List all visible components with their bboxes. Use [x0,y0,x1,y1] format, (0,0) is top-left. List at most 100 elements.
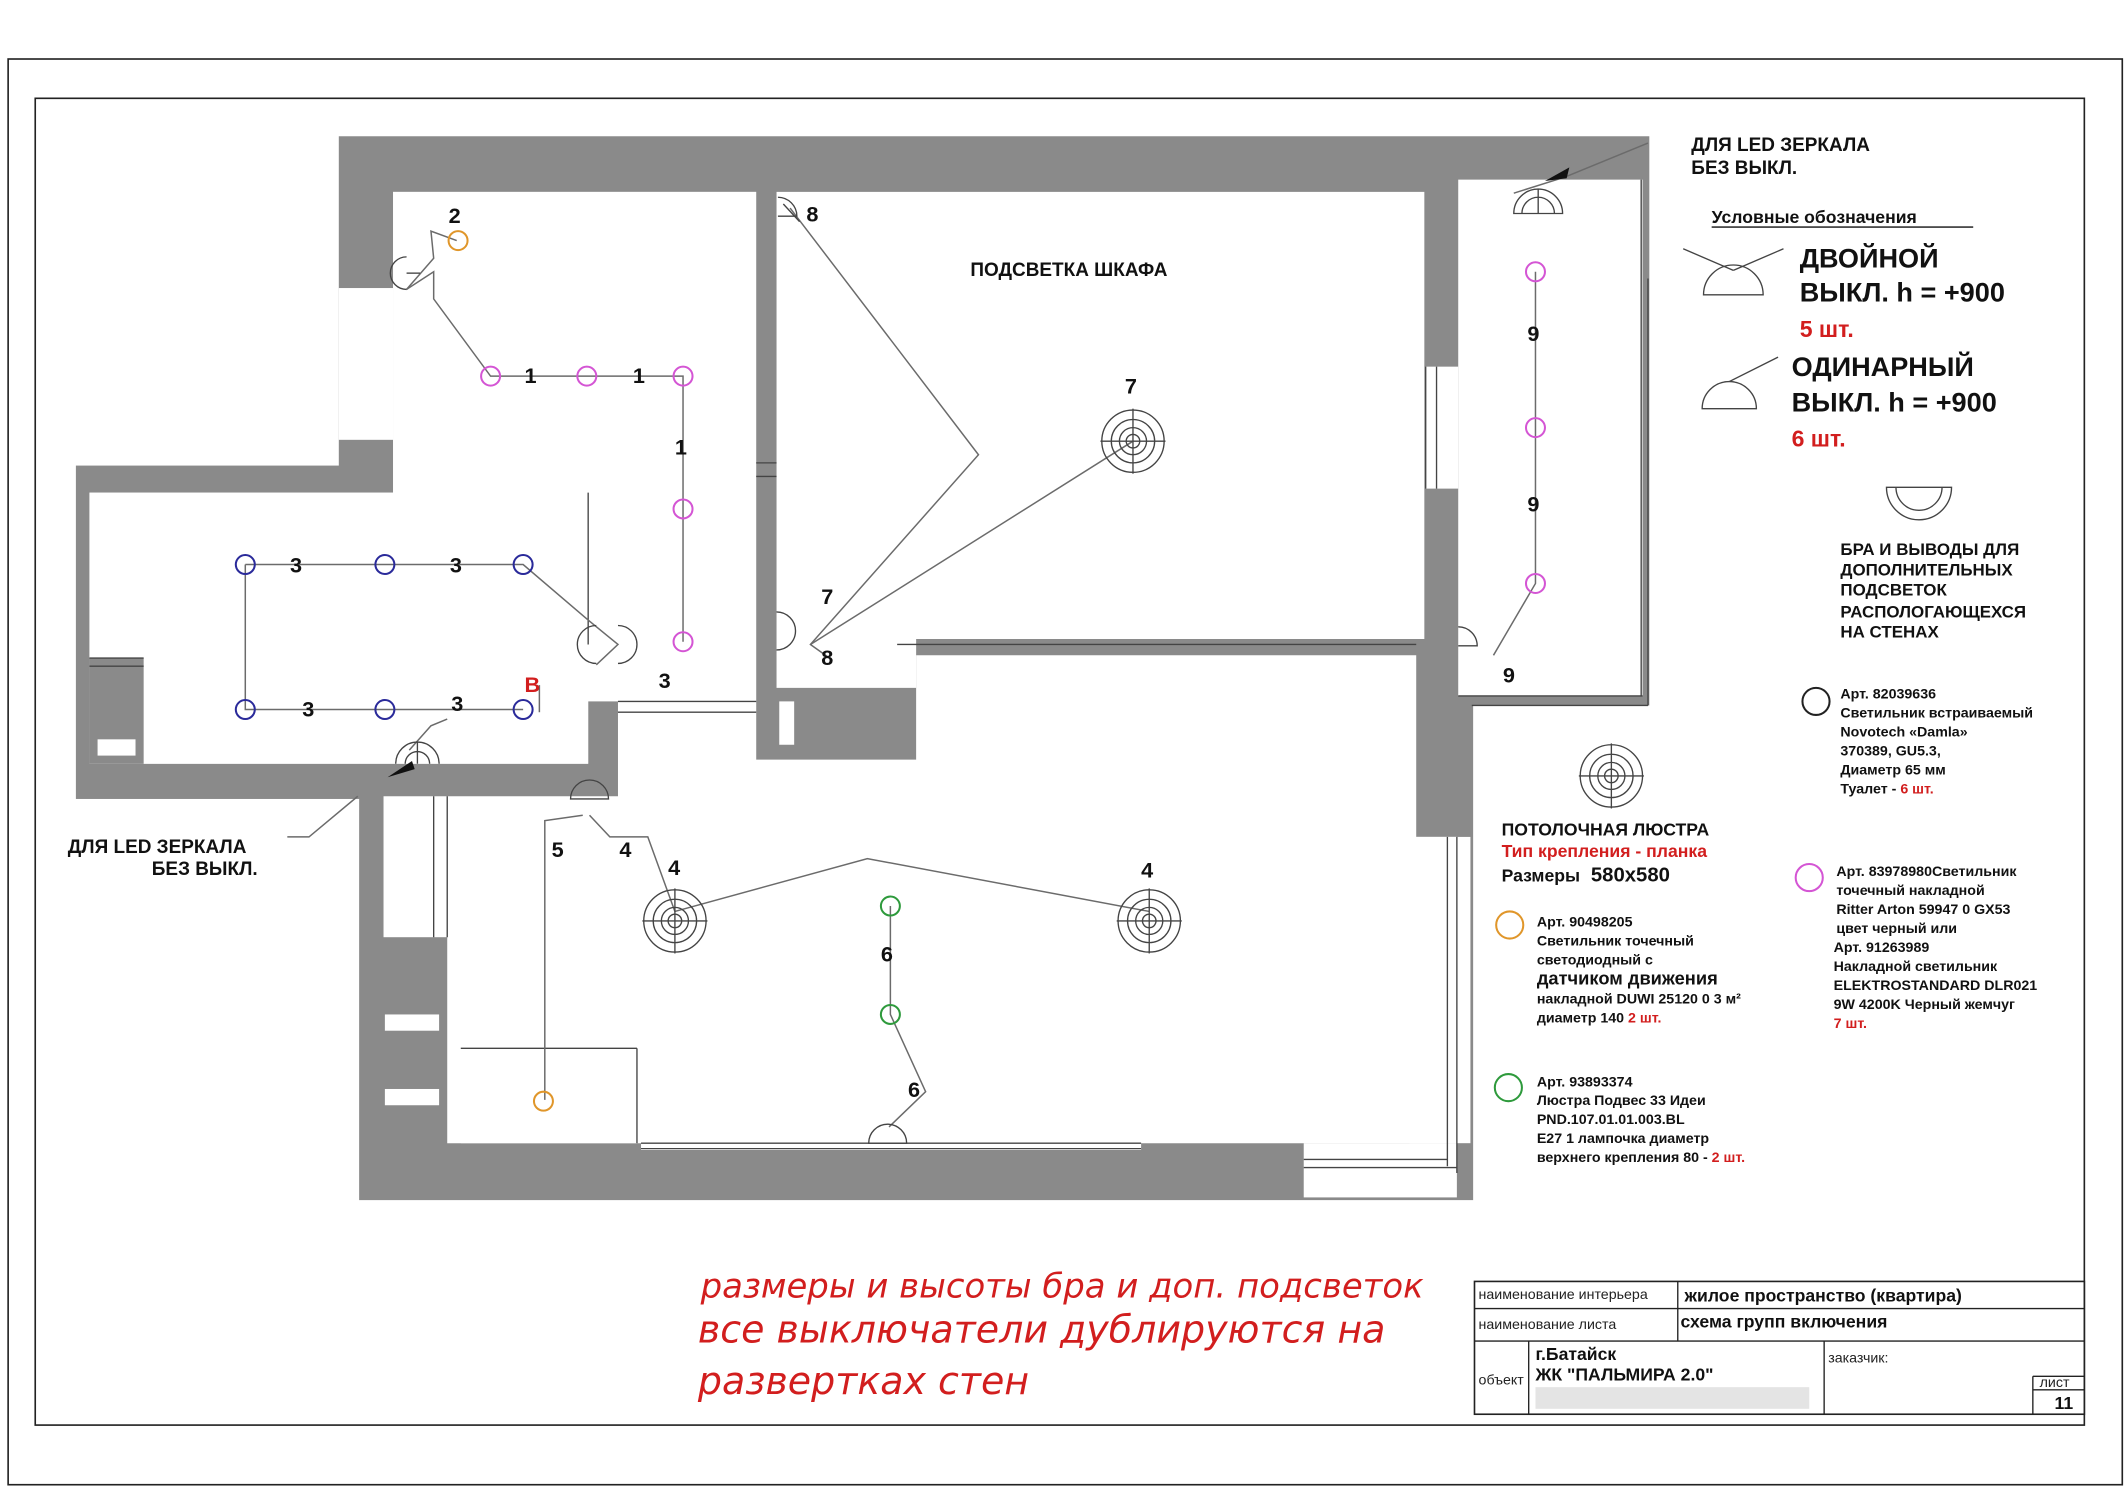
fixtures-blue [234,554,534,721]
svg-text:ВЫКЛ. h = +900: ВЫКЛ. h = +900 [1800,277,2005,308]
openings [89,179,1649,1174]
fixtures-purple [480,261,1546,653]
svg-text:ДВОЙНОЙ: ДВОЙНОЙ [1800,243,1939,274]
group-label: 1 [675,435,687,460]
svg-text:Арт. 90498205: Арт. 90498205 [1537,914,1633,930]
svg-text:БЕЗ ВЫКЛ.: БЕЗ ВЫКЛ. [1691,158,1797,179]
svg-text:Диаметр 65 мм: Диаметр 65 мм [1840,763,1945,779]
group-label: 9 [1503,662,1515,687]
group-label: 5 [552,837,564,862]
tb-redacted-address [1535,1387,1810,1409]
tb-customer-label: заказчик: [1828,1351,1888,1367]
legend-title: Условные обозначения [1712,207,1917,227]
orange-spot-symbol [1495,910,1525,940]
annotation-led-top: ДЛЯ LED ЗЕРКАЛА БЕЗ ВЫКЛ. [1691,135,1870,179]
chandelier-living-left [642,888,708,954]
svg-text:Арт. 91263989: Арт. 91263989 [1834,940,1930,956]
svg-text:точечный накладной: точечный накладной [1836,883,1984,899]
tb-sheet-number: 11 [2055,1393,2074,1413]
switch-hall [569,779,610,800]
tb-sheet-name-value: схема групп включения [1680,1312,1887,1332]
fixture-orange-2 [532,1090,554,1112]
switch-bathroom-door [576,624,638,665]
switch-led-bath [395,741,440,764]
group-label: 1 [633,363,645,388]
group-label: 6 [881,942,893,967]
group-label: 9 [1527,492,1539,517]
group-label: 7 [821,584,833,609]
switch-bedroom [776,611,797,651]
svg-text:Ritter Arton 59947 0 GX53: Ritter Arton 59947 0 GX53 [1836,902,2010,918]
switch-mark-b: B [524,672,540,697]
svg-text:цвет черный или: цвет черный или [1836,921,1957,937]
group-label: 9 [1527,321,1539,346]
group-label: 7 [1125,374,1137,399]
single-switch-symbol [1701,356,1779,410]
tb-city: г.Батайск [1535,1344,1616,1364]
svg-text:Светильник встраиваемый: Светильник встраиваемый [1840,706,2033,722]
switch-toilet [1458,626,1478,647]
svg-text:БРА И ВЫВОДЫ ДЛЯ: БРА И ВЫВОДЫ ДЛЯ [1840,540,2019,559]
note-line-2: все выключатели дублируются на [698,1307,1385,1351]
svg-text:ОДИНАРНЫЙ: ОДИНАРНЫЙ [1792,351,1974,382]
svg-text:РАСПОЛОГАЮЩЕХСЯ: РАСПОЛОГАЮЩЕХСЯ [1840,602,2026,621]
switch-wardrobe [777,196,801,223]
svg-text:накладной DUWI 25120 0 3 м²: накладной DUWI 25120 0 3 м² [1537,992,1741,1008]
svg-text:6 шт.: 6 шт. [1792,426,1846,452]
annotation-wardrobe: ПОДСВЕТКА ШКАФА [970,260,1167,281]
svg-text:Арт. 93893374: Арт. 93893374 [1537,1074,1633,1090]
group-label: 6 [908,1077,920,1102]
note-line-3: развертках стен [697,1359,1029,1403]
svg-text:Люстра Подвес 33 Идеи: Люстра Подвес 33 Идеи [1537,1093,1706,1109]
svg-text:ПОТОЛОЧНАЯ ЛЮСТРА: ПОТОЛОЧНАЯ ЛЮСТРА [1502,820,1710,840]
sconce-symbol [1885,486,1953,521]
svg-text:НА СТЕНАХ: НА СТЕНАХ [1840,623,1939,642]
tb-interior-value: жилое пространство (квартира) [1684,1286,1962,1306]
svg-text:Тип крепления - планка: Тип крепления - планка [1502,841,1708,861]
svg-text:9W 4200K Черный жемчуг: 9W 4200K Черный жемчуг [1834,997,2015,1013]
tb-sheet-label: лист [2040,1375,2070,1391]
group-label: 1 [524,363,536,388]
purple-spot-symbol [1794,863,1824,893]
tb-sheet-name-label: наименование листа [1479,1317,1617,1333]
tb-object-label: объект [1479,1372,1525,1388]
svg-text:БЕЗ ВЫКЛ.: БЕЗ ВЫКЛ. [152,859,258,880]
group-label: 3 [451,691,463,716]
svg-text:датчиком движения: датчиком движения [1537,968,1718,989]
outer-frame [7,58,2124,1486]
fixtures-green [879,895,901,1025]
double-switch-symbol [1682,248,1784,296]
svg-text:ПОДСВЕТОК: ПОДСВЕТОК [1840,581,1947,600]
green-pendant-symbol [1493,1073,1523,1103]
svg-text:ДОПОЛНИТЕЛЬНЫХ: ДОПОЛНИТЕЛЬНЫХ [1840,560,2013,579]
group-label: 4 [619,837,631,862]
rooms [89,179,1643,1198]
svg-text:PND.107.01.01.003.BL: PND.107.01.01.003.BL [1537,1112,1685,1128]
legend: Условные обозначения ДВОЙНОЙ ВЫКЛ. h = +… [1493,207,2038,1166]
title-block: наименование интерьера жилое пространств… [1473,1280,2086,1416]
group-label: 8 [806,202,818,227]
chandelier-bedroom [1100,408,1166,474]
svg-text:ВЫКЛ. h = +900: ВЫКЛ. h = +900 [1792,386,1997,417]
svg-text:Арт. 83978980Светильник: Арт. 83978980Светильник [1836,864,2017,880]
group-label: 3 [659,668,671,693]
notes: размеры и высоты бра и доп. подсветок вс… [697,1267,1424,1403]
group-label: 3 [302,696,314,721]
group-label: 3 [290,553,302,578]
led-mirror-toilet [1513,188,1564,215]
svg-text:верхнего крепления 80 - 2 шт.: верхнего крепления 80 - 2 шт. [1537,1150,1745,1166]
svg-text:Арт. 82039636: Арт. 82039636 [1840,687,1936,703]
chandelier-living-right [1116,888,1182,954]
group-numbers: 2 1 1 1 3 3 3 3 3 B 8 7 7 8 9 9 9 5 4 4 … [290,202,1539,1102]
svg-text:ELEKTROSTANDARD DLR021: ELEKTROSTANDARD DLR021 [1834,978,2038,994]
switch-living [868,1123,908,1144]
group-label: 3 [450,553,462,578]
group-label: 8 [821,645,833,670]
group-label: 4 [668,855,680,880]
svg-text:Накладной светильник: Накладной светильник [1834,959,1998,975]
inner-frame [34,97,2086,1426]
svg-text:ДЛЯ LED ЗЕРКАЛА: ДЛЯ LED ЗЕРКАЛА [1691,135,1870,156]
group-label: 4 [1141,858,1153,883]
